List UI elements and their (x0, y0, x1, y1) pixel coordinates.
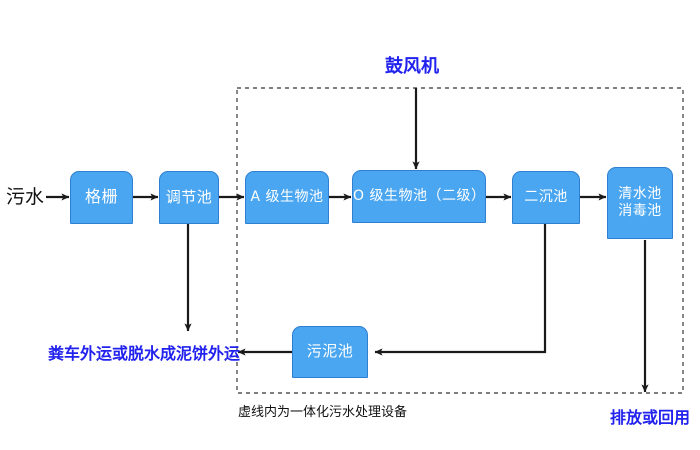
node-a-stage-bioreactor[interactable]: A 级生物池 (245, 171, 329, 224)
node-regulating-tank[interactable]: 调节池 (159, 171, 219, 224)
label-dashed-box-caption: 虚线内为一体化污水处理设备 (238, 405, 408, 420)
node-o-stage-bioreactor[interactable]: O 级生物池（二级） (352, 170, 486, 223)
label-discharge-or-reuse: 排放或回用 (610, 408, 691, 427)
node-a-stage-bioreactor-label: A 级生物池 (250, 189, 324, 206)
node-clearwater-disinfection-tank[interactable]: 清水池 消毒池 (607, 167, 673, 239)
node-secondary-clarifier-label: 二沉池 (524, 189, 568, 206)
label-influent: 污水 (6, 186, 45, 208)
node-grille[interactable]: 格栅 (70, 171, 133, 224)
node-secondary-clarifier[interactable]: 二沉池 (512, 171, 580, 224)
label-sludge-disposal: 粪车外运或脱水成泥饼外运 (48, 344, 241, 363)
node-clearwater-tank-line-1: 清水池 (618, 186, 662, 203)
node-sludge-tank-label: 污泥池 (306, 342, 354, 361)
arrow-secondary-to-sludge (374, 224, 547, 356)
node-clearwater-tank-line-2: 消毒池 (618, 203, 662, 219)
label-blower: 鼓风机 (385, 56, 439, 77)
node-o-stage-bioreactor-label: O 级生物池（二级） (353, 188, 486, 205)
node-grille-label: 格栅 (84, 187, 118, 207)
node-regulating-tank-label: 调节池 (165, 187, 213, 206)
node-sludge-tank[interactable]: 污泥池 (292, 326, 368, 378)
